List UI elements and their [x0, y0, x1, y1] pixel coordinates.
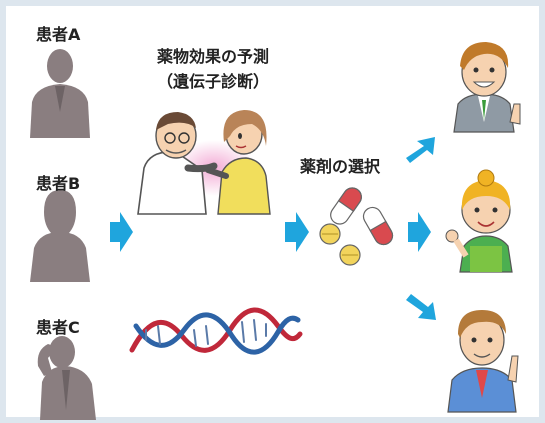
arrow-drug-to-center-icon [408, 212, 431, 252]
happy-woman-ok-icon [445, 169, 513, 273]
patient-b-silhouette-icon [30, 190, 90, 282]
prediction-subtitle: （遺伝子診断） [156, 72, 269, 91]
arrow-patient-to-diagnosis-icon [110, 212, 133, 252]
patient-c-silhouette-icon [37, 336, 96, 420]
arrow-drug-to-top-icon [406, 137, 435, 163]
diagram-panel [6, 6, 539, 417]
doctor-patient-illustration-icon [137, 110, 271, 215]
patient-b-label: 患者B [36, 174, 81, 193]
capsule-pills-icon [319, 187, 394, 266]
arrow-drug-to-bottom-icon [406, 294, 436, 320]
happy-man-suit-icon [453, 42, 521, 133]
patient-c-label: 患者C [36, 318, 80, 337]
arrow-diagnosis-to-drug-icon [285, 212, 309, 252]
happy-man-pointing-icon [447, 310, 519, 413]
prediction-title: 薬物効果の予測 [156, 47, 269, 66]
dna-helix-icon [129, 307, 303, 355]
patient-a-silhouette-icon [30, 49, 90, 138]
drug-selection-label: 薬剤の選択 [300, 157, 381, 176]
patient-a-label: 患者A [36, 25, 81, 44]
flow-arrows [110, 137, 436, 320]
